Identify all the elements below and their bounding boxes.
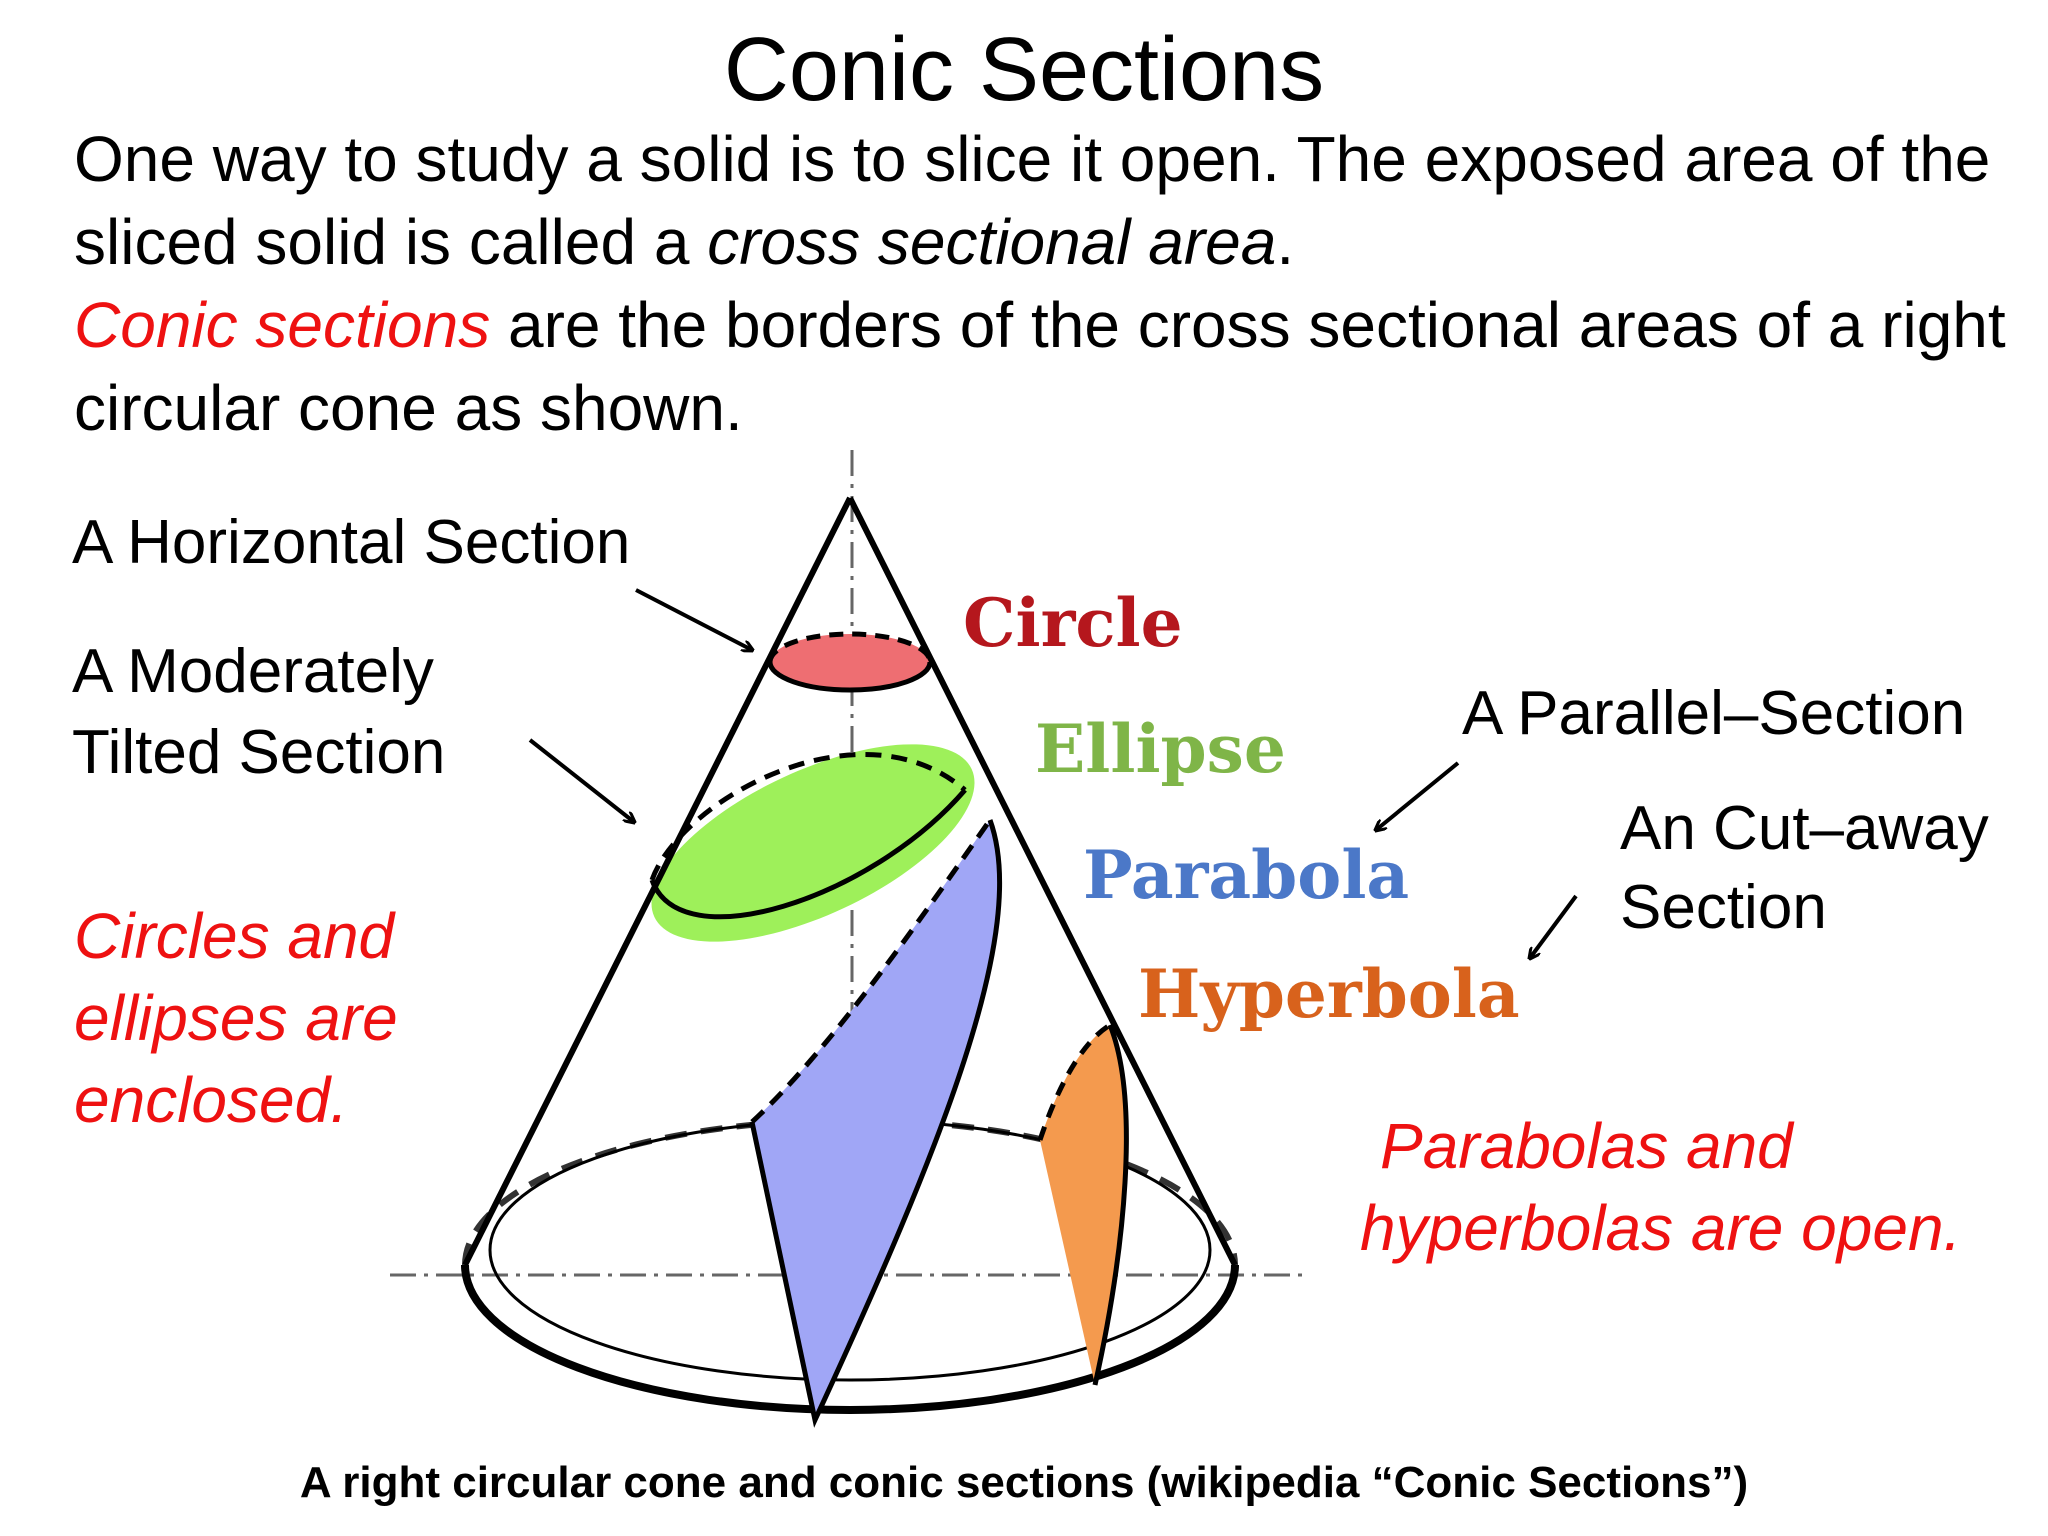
- hyperbola-label: Hyperbola: [1138, 955, 1520, 1033]
- label-cutaway-section-line2: Section: [1620, 873, 1827, 942]
- label-parallel-section: A Parallel–Section: [1462, 679, 1966, 748]
- parabola-edge-solid: [749, 819, 1003, 1428]
- ellipse-edge-dashed: [649, 751, 967, 881]
- note-enclosed-line2: ellipses are: [74, 982, 398, 1054]
- circle-section: [770, 634, 930, 690]
- note-open-line2: hyperbolas are open.: [1360, 1192, 1962, 1264]
- intro-paragraph-1: One way to study a solid is to slice it …: [74, 118, 2034, 284]
- label-tilted-section-line2: Tilted Section: [72, 718, 446, 787]
- ellipse-label: Ellipse: [1035, 710, 1286, 788]
- note-open-line1: Parabolas and: [1380, 1110, 1793, 1182]
- parabola-section: [752, 820, 1000, 1420]
- intro-text-part: are the borders of the cross sectional a…: [74, 289, 2006, 444]
- cone-side-right: [847, 496, 1238, 1267]
- ellipse-edge-solid: [649, 788, 967, 920]
- cone-base-front: [461, 1264, 1239, 1414]
- intro-highlight: Conic sections: [74, 289, 491, 361]
- hyperbola-edge-solid: [1092, 1024, 1129, 1386]
- page-title: Conic Sections: [723, 20, 1325, 120]
- hyperbola-section: [1040, 1025, 1127, 1385]
- label-cutaway-section-line1: An Cut–away: [1620, 794, 1989, 863]
- parabola-edge-dashed: [750, 818, 993, 1124]
- parallel-section-arrow: [1376, 761, 1460, 830]
- intro-text-part: .: [1276, 206, 1295, 278]
- tilted-section-arrow: [528, 738, 634, 822]
- label-horizontal-section: A Horizontal Section: [72, 508, 631, 577]
- cone-side-left: [462, 496, 853, 1267]
- horizontal-section-arrow: [635, 588, 752, 650]
- circle-label: Circle: [963, 584, 1183, 662]
- intro-text: One way to study a solid is to slice it …: [74, 118, 2034, 450]
- note-enclosed-line1: Circles and: [74, 900, 395, 972]
- ellipse-section: [651, 744, 975, 942]
- hyperbola-edge-dashed: [1037, 1022, 1112, 1141]
- intro-text-part: One way to study a solid is to slice it …: [74, 123, 1991, 278]
- label-tilted-section-line1: A Moderately: [72, 637, 434, 706]
- circle-edge-solid: [767, 661, 933, 693]
- cutaway-section-arrow: [1530, 894, 1578, 958]
- intro-emphasis: cross sectional area: [707, 206, 1277, 278]
- intro-paragraph-2: Conic sections are the borders of the cr…: [74, 284, 2034, 450]
- note-enclosed-line3: enclosed.: [74, 1064, 348, 1136]
- circle-edge-dashed: [767, 631, 933, 663]
- parabola-label: Parabola: [1083, 836, 1409, 914]
- figure-caption: A right circular cone and conic sections…: [299, 1458, 1749, 1507]
